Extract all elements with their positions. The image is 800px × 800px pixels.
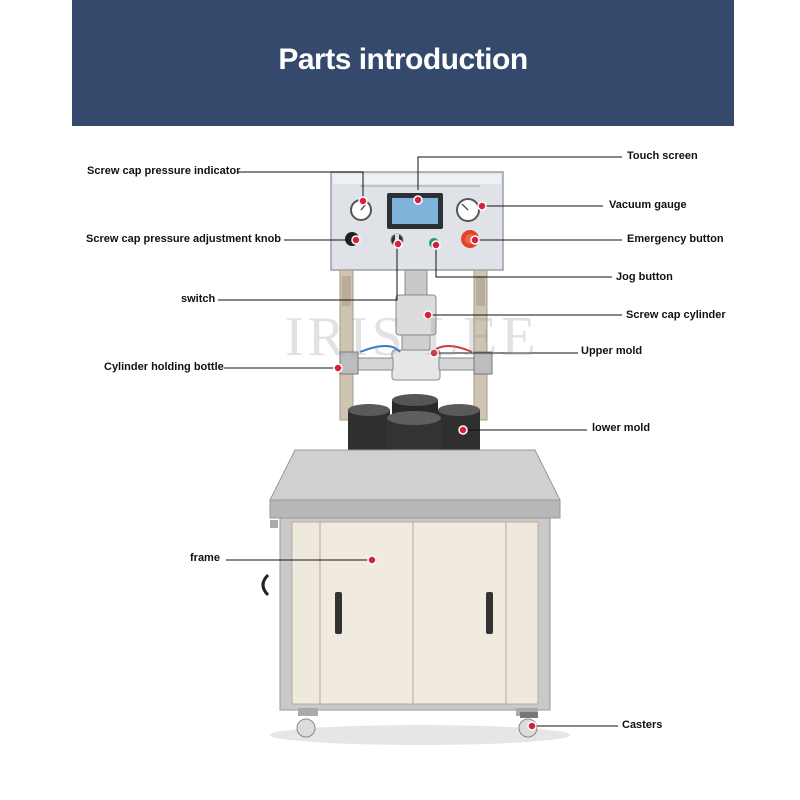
label-upper-mold: Upper mold [581,345,643,357]
label-jog-button: Jog button [616,271,673,283]
page-title: Parts introduction [278,43,528,76]
callout-markers [333,195,537,731]
label-cylinder-holding-bottle: Cylinder holding bottle [104,361,224,373]
label-screw-cap-pressure-adjustment-knob: Screw cap pressure adjustment knob [86,233,282,245]
label-lower-mold: lower mold [592,422,651,434]
watermark: IRIS LEE [285,306,540,368]
label-switch: switch [181,293,216,305]
label-emergency-button: Emergency button [627,233,724,245]
title-banner: Parts introduction [72,0,734,126]
leader-lines [218,156,622,727]
label-touch-screen: Touch screen [627,150,698,162]
label-vacuum-gauge: Vacuum gauge [609,199,687,211]
label-frame: frame [190,552,220,564]
label-screw-cap-cylinder: Screw cap cylinder [626,309,726,321]
label-screw-cap-pressure-indicator: Screw cap pressure indicator [87,165,241,177]
label-casters: Casters [622,719,663,731]
